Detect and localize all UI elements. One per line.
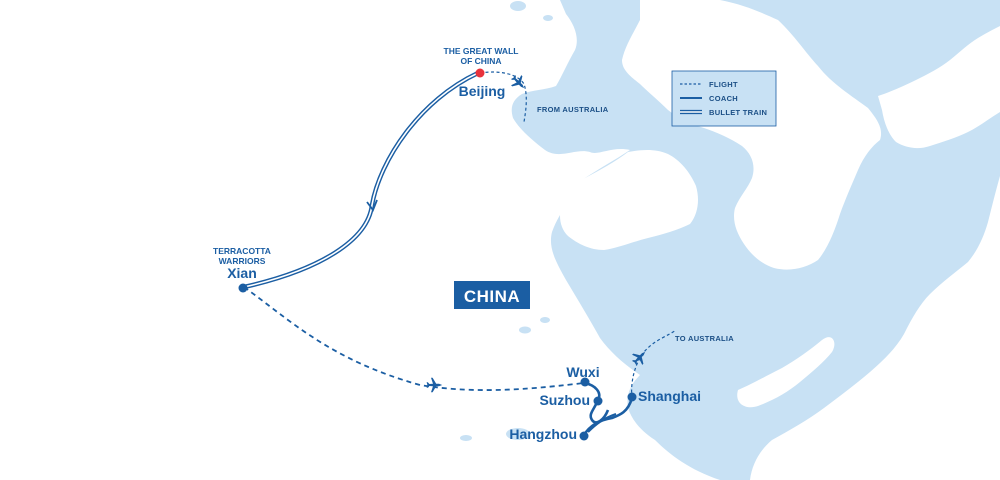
great-wall-marker xyxy=(475,68,485,78)
suzhou-label: Suzhou xyxy=(539,392,590,408)
flight-route-xian-wuxi xyxy=(243,286,585,391)
flight-route-from-australia xyxy=(479,71,527,123)
legend-flight: FLIGHT xyxy=(709,80,738,89)
hangzhou-label: Hangzhou xyxy=(509,426,577,442)
suzhou-marker xyxy=(593,396,603,406)
land-masses xyxy=(560,0,1000,480)
routes xyxy=(243,70,677,436)
flight-route-to-australia xyxy=(631,329,677,399)
to-australia-label: TO AUSTRALIA xyxy=(675,334,734,343)
country-label: CHINA xyxy=(464,287,520,306)
great-wall-label-line2: OF CHINA xyxy=(460,56,501,66)
legend: FLIGHT COACH BULLET TRAIN xyxy=(671,70,777,127)
country-label-box: CHINA xyxy=(454,281,530,309)
terracotta-label-line2: WARRIORS xyxy=(219,256,266,266)
wuxi-marker xyxy=(580,377,590,387)
wuxi-label: Wuxi xyxy=(566,364,599,380)
xian-marker xyxy=(238,283,248,293)
plane-icon-xian-route xyxy=(426,377,443,393)
hangzhou-marker xyxy=(579,431,589,441)
shanghai-marker xyxy=(627,392,637,402)
legend-coach: COACH xyxy=(709,94,738,103)
legend-bullet-train: BULLET TRAIN xyxy=(709,108,767,117)
xian-label: Xian xyxy=(227,265,257,281)
terracotta-label-line1: TERRACOTTA xyxy=(213,246,271,256)
beijing-label: Beijing xyxy=(459,83,506,99)
from-australia-label: FROM AUSTRALIA xyxy=(537,105,609,114)
bullet-train-beijing-xian xyxy=(243,70,479,290)
shanghai-label: Shanghai xyxy=(638,388,701,404)
great-wall-label-line1: THE GREAT WALL xyxy=(444,46,519,56)
plane-icon-beijing xyxy=(507,71,530,94)
